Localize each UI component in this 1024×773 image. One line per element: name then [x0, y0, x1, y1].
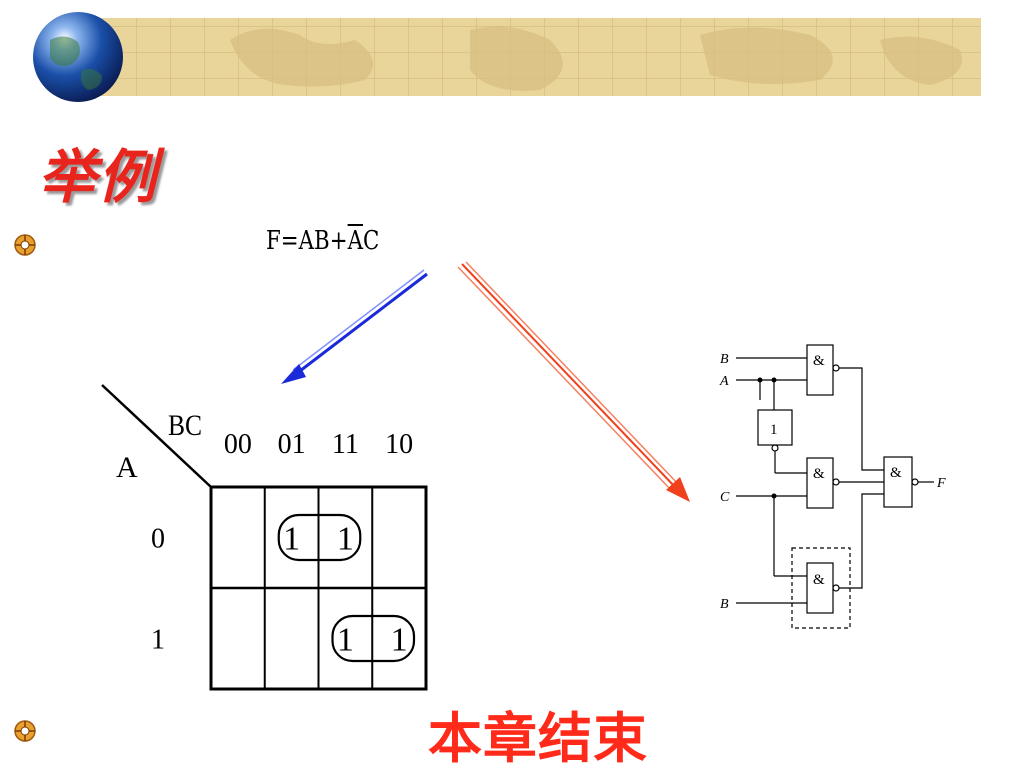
- kmap-cell-value: 1: [337, 622, 354, 659]
- kmap-col-label: 00: [224, 429, 252, 460]
- not-gate-label: 1: [770, 422, 778, 438]
- logic-circuit: B A C B F 1 & & & &: [719, 344, 946, 629]
- kmap-row-var: A: [116, 451, 138, 484]
- header-banner: [33, 12, 981, 102]
- kmap-diagonal: [101, 384, 212, 488]
- kmap-cell-value: 1: [283, 521, 300, 558]
- slide-title: 举例: [38, 143, 159, 211]
- and-gate-1: [806, 344, 834, 396]
- red-arrow: [457, 261, 690, 502]
- input-label-b: B: [720, 352, 729, 367]
- and-gate-label: &: [813, 353, 825, 369]
- kmap-row-label: 0: [151, 524, 165, 555]
- bullet-icon: [14, 234, 36, 256]
- kmap-group-loop: [331, 614, 416, 663]
- kmap-col-label: 01: [278, 429, 306, 460]
- kmap-cell-value: 1: [337, 521, 354, 558]
- kmap-col-label: 11: [332, 429, 359, 460]
- kmap-cell-value: 1: [391, 622, 408, 659]
- kmap-col-label: 10: [385, 429, 413, 460]
- formula-prefix: F=AB+: [266, 226, 348, 256]
- input-label-a: A: [719, 374, 729, 389]
- kmap-row-label: 1: [151, 625, 165, 656]
- formula-negated-term: A: [347, 226, 363, 256]
- and-gate-label: &: [890, 465, 902, 481]
- bullet-icon: [14, 720, 36, 742]
- kmap-group-loop: [277, 513, 362, 562]
- formula-suffix: C: [362, 226, 380, 256]
- output-label-f: F: [936, 476, 946, 491]
- input-label-b-lower: B: [720, 597, 729, 612]
- blue-arrow: [281, 269, 428, 384]
- boolean-formula: F=AB+AC: [266, 226, 379, 256]
- and-gate-label: &: [813, 572, 825, 588]
- and-gate-3: [806, 562, 834, 614]
- input-label-c: C: [720, 490, 730, 505]
- and-gate-label: &: [813, 466, 825, 482]
- dashed-redundant-term-box: [791, 547, 851, 629]
- chapter-end-text: 本章结束: [428, 707, 648, 770]
- kmap-col-var: BC: [168, 409, 202, 442]
- globe-icon: [33, 12, 123, 102]
